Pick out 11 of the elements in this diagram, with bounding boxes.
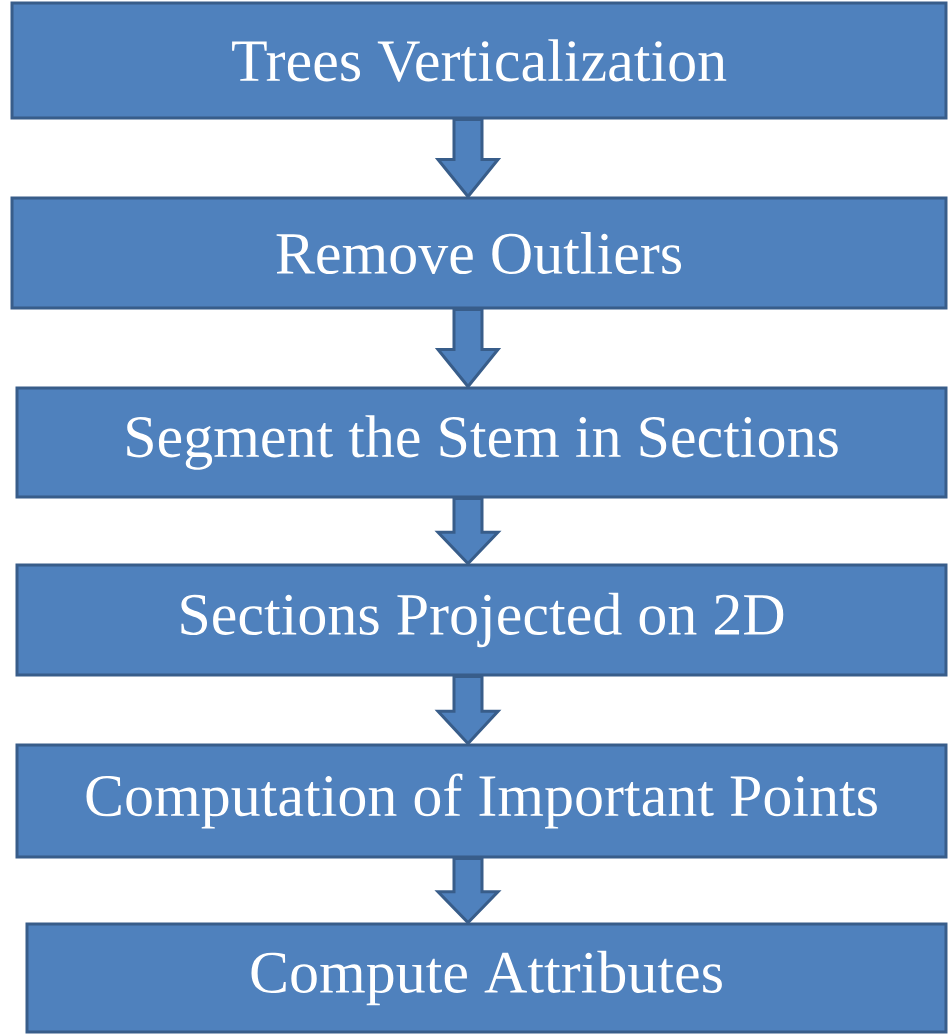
block-arrow xyxy=(434,118,502,199)
process-box: Remove Outliers xyxy=(10,196,948,310)
process-box: Compute Attributes xyxy=(25,922,948,1034)
block-arrow xyxy=(434,675,502,746)
process-box: Sections Projected on 2D xyxy=(15,563,948,677)
block-arrow xyxy=(434,497,502,566)
block-arrow xyxy=(434,308,502,389)
block-arrow xyxy=(434,857,502,925)
process-box: Segment the Stem in Sections xyxy=(15,386,948,499)
process-box: Computation of Important Points xyxy=(15,743,948,859)
process-box: Trees Verticalization xyxy=(10,1,948,120)
